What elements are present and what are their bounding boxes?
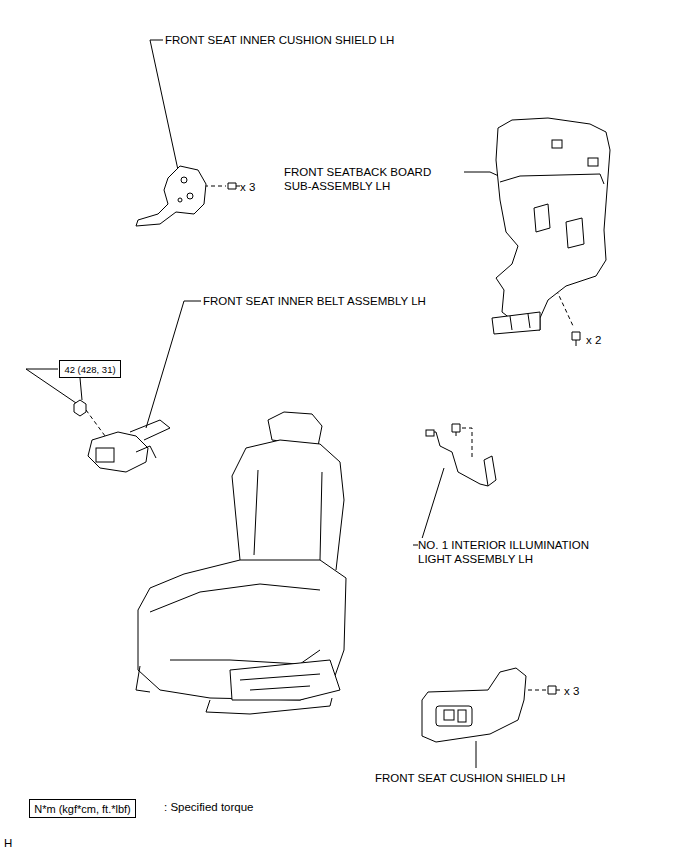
leader-lines [26,40,516,768]
cushion-shield [422,668,560,742]
part-name: FRONT SEAT INNER BELT ASSEMBLY LH [203,294,426,308]
seat [136,412,346,714]
inner-belt [74,400,170,472]
quantity: x 3 [240,180,255,194]
part-name: FRONT SEAT INNER CUSHION SHIELD LH [165,33,394,47]
box-text: N*m (kgf*cm, ft.*lbf) [34,803,131,815]
quantity: x 3 [564,684,579,698]
legend-box: N*m (kgf*cm, ft.*lbf) [29,799,136,818]
part-name: FRONT SEAT CUSHION SHIELD LH [375,771,565,785]
torque-box: 42 (428, 31) [59,360,121,378]
figure-code: H [4,836,12,850]
part-name: NO. 1 INTERIOR ILLUMINATION LIGHT ASSEMB… [418,538,618,566]
quantity: x 2 [586,333,601,347]
box-text: 42 (428, 31) [64,364,115,375]
inner-cushion-shield [136,166,240,226]
seatback-board [492,118,610,346]
part-name: FRONT SEATBACK BOARD SUB-ASSEMBLY LH [284,165,452,193]
illumination-light [426,424,496,486]
legend-text: : Specified torque [164,800,254,814]
